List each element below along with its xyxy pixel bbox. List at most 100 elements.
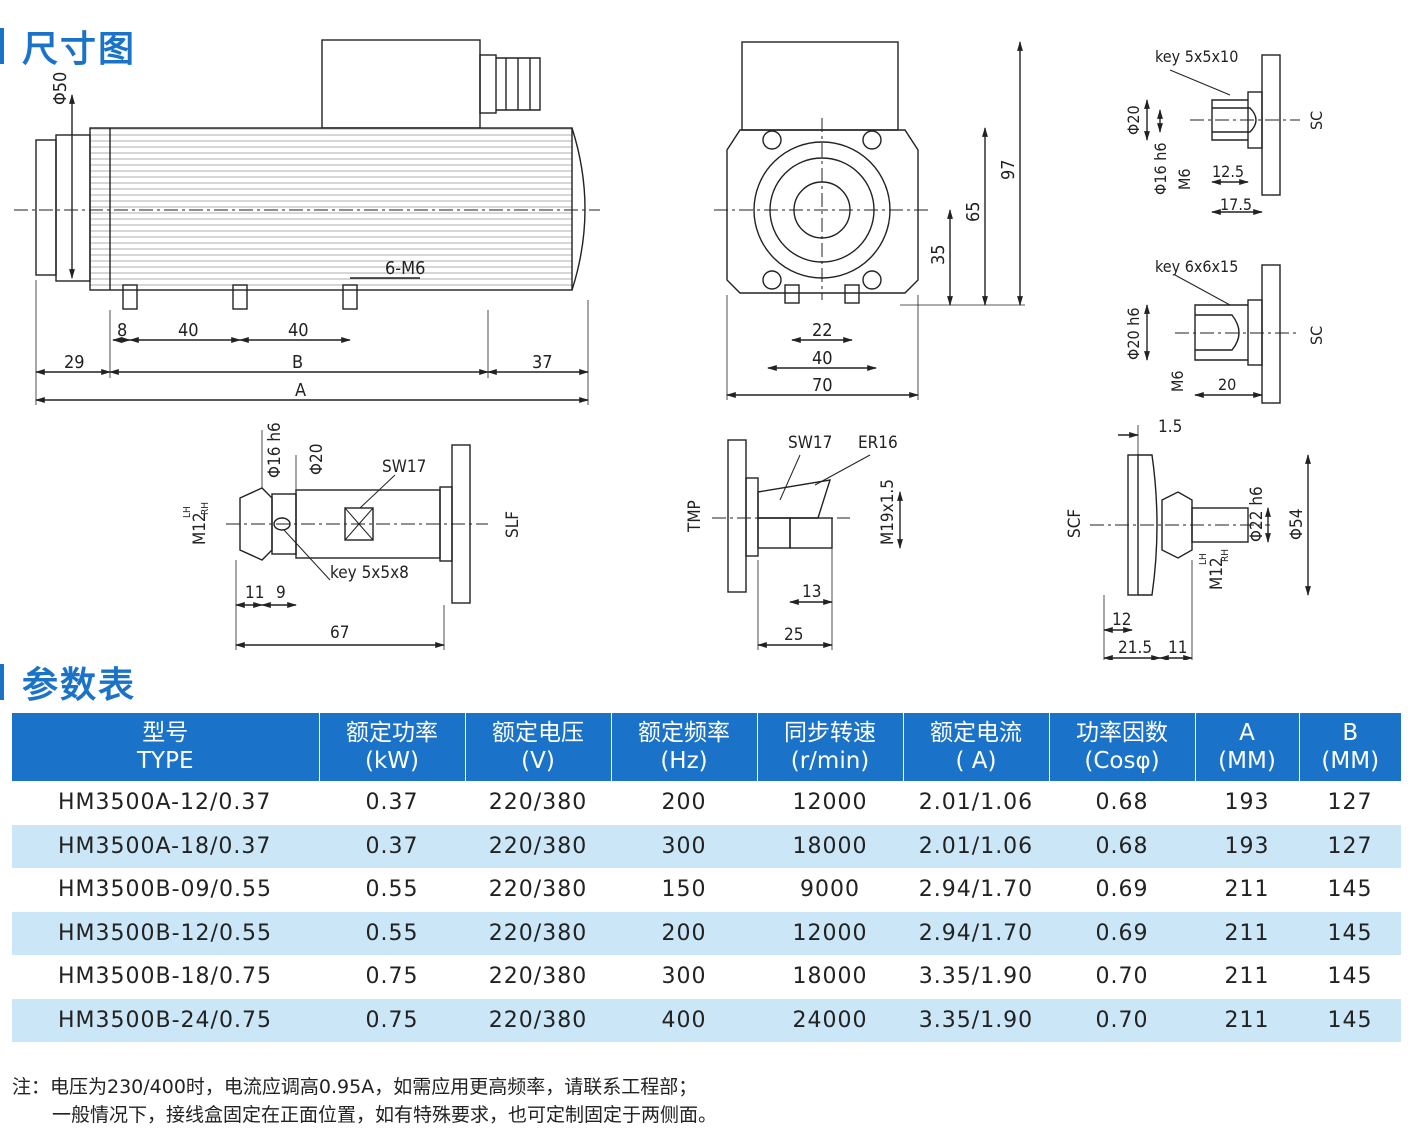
svg-text:SW17: SW17: [788, 433, 832, 453]
svg-text:Φ16 h6: Φ16 h6: [265, 422, 285, 478]
svg-text:SC: SC: [1307, 326, 1326, 345]
svg-text:40: 40: [288, 320, 309, 341]
cell-type: HM3500B-09/0.55: [58, 877, 272, 903]
svg-text:12.5: 12.5: [1212, 162, 1244, 181]
sc-top-labels: key 5x5x10 Φ20 Φ16 h6 M6 12.5 17.5 SC: [1124, 47, 1326, 214]
section-bar: [0, 28, 4, 64]
front-view: [714, 41, 1025, 400]
slf-view: [226, 430, 488, 650]
cell-type: HM3500B-12/0.55: [12, 911, 319, 955]
svg-text:22: 22: [812, 320, 833, 341]
svg-text:9: 9: [276, 583, 286, 603]
footnote: 注：电压为230/400时，电流应调高0.95A，如需应用更高频率，请联系工程部…: [12, 1073, 717, 1129]
cell-power: 0.55: [319, 911, 465, 955]
cell-b: 127: [1299, 824, 1401, 868]
tmp-view: [712, 439, 903, 650]
svg-text:Φ50: Φ50: [50, 72, 71, 105]
cell-frequency: 200: [611, 911, 757, 955]
svg-text:key 5x5x8: key 5x5x8: [330, 563, 409, 583]
svg-text:6-M6: 6-M6: [385, 258, 425, 279]
svg-text:8: 8: [117, 320, 127, 341]
svg-text:M19x1.5: M19x1.5: [878, 479, 898, 545]
table-row: HM3500A-12/0.37 0.37 220/380 200 12000 2…: [12, 781, 1401, 825]
header-power-factor: 功率因数(Cosφ): [1049, 713, 1196, 781]
parameter-title-text: 参数表: [22, 665, 137, 706]
cell-power: 0.37: [365, 790, 419, 816]
slf-labels: Φ16 h6 Φ20 SW17 M12 LH RH key 5x5x8 11 9…: [182, 422, 523, 643]
cell-power: 0.37: [319, 824, 465, 868]
svg-text:40: 40: [178, 320, 199, 341]
header-a: A(MM): [1195, 713, 1300, 781]
svg-text:key 6x6x15: key 6x6x15: [1155, 257, 1238, 276]
cell-speed: 9000: [800, 877, 860, 903]
table-row: HM3500B-18/0.75 0.75 220/380 300 18000 3…: [12, 955, 1401, 999]
cell-power: 0.75: [319, 998, 465, 1042]
header-speed: 同步转速(r/min): [757, 713, 904, 781]
cell-power-factor: 0.68: [1095, 790, 1149, 816]
svg-text:RH: RH: [200, 502, 211, 515]
technical-drawings: Φ50 6-M6 8 40 40 29 B 37 A 97 65 35 22: [14, 39, 1326, 660]
svg-text:M6: M6: [1168, 370, 1187, 392]
cell-a: 211: [1224, 964, 1270, 990]
cell-voltage: 220/380: [488, 790, 588, 816]
cell-current: 2.94/1.70: [918, 877, 1034, 903]
dimension-section-title: 尺寸图: [0, 20, 136, 72]
svg-text:SCF: SCF: [1065, 509, 1085, 538]
cell-power: 0.75: [365, 964, 419, 990]
dimension-title-text: 尺寸图: [22, 29, 137, 70]
cell-b: 145: [1327, 877, 1373, 903]
svg-text:65: 65: [963, 201, 984, 222]
svg-text:25: 25: [784, 625, 803, 645]
cell-current: 2.01/1.06: [918, 790, 1034, 816]
svg-text:97: 97: [998, 159, 1019, 180]
svg-text:A: A: [295, 380, 306, 401]
scf-view: [1090, 425, 1311, 660]
svg-text:Φ54: Φ54: [1287, 509, 1307, 541]
cell-a: 211: [1195, 911, 1299, 955]
header-power: 额定功率(kW): [319, 713, 466, 781]
cell-power-factor: 0.68: [1049, 824, 1195, 868]
cell-speed: 18000: [757, 824, 903, 868]
sc-bottom-labels: key 6x6x15 Φ20 h6 M6 20 SC: [1124, 257, 1326, 394]
table-row: HM3500B-09/0.55 0.55 220/380 150 9000 2.…: [12, 868, 1401, 912]
svg-text:12: 12: [1112, 610, 1131, 630]
svg-text:37: 37: [532, 352, 553, 373]
cell-current: 2.94/1.70: [903, 911, 1049, 955]
svg-text:29: 29: [64, 352, 85, 373]
svg-text:13: 13: [802, 582, 821, 602]
footnote-line-2: 一般情况下，接线盒固定在正面位置，如有特殊要求，也可定制固定于两侧面。: [52, 1104, 718, 1126]
svg-text:67: 67: [330, 623, 349, 643]
cell-frequency: 300: [611, 824, 757, 868]
cell-voltage: 220/380: [488, 964, 588, 990]
section-bar: [0, 664, 4, 700]
cell-type: HM3500B-24/0.75: [12, 998, 319, 1042]
svg-text:SW17: SW17: [382, 457, 426, 477]
svg-text:M6: M6: [1175, 168, 1194, 190]
svg-text:ER16: ER16: [858, 433, 898, 453]
svg-text:40: 40: [812, 348, 833, 369]
header-b: B(MM): [1299, 713, 1401, 781]
svg-text:SC: SC: [1307, 111, 1326, 130]
cell-power-factor: 0.70: [1095, 964, 1149, 990]
parameter-section-title: 参数表: [0, 656, 136, 708]
svg-text:Φ20 h6: Φ20 h6: [1124, 308, 1143, 361]
cell-b: 145: [1299, 998, 1401, 1042]
cell-power-factor: 0.70: [1049, 998, 1195, 1042]
cell-voltage: 220/380: [488, 877, 588, 903]
cell-type: HM3500A-18/0.37: [12, 824, 319, 868]
svg-text:1.5: 1.5: [1158, 417, 1182, 437]
svg-text:TMP: TMP: [685, 500, 705, 533]
cell-speed: 18000: [792, 964, 868, 990]
cell-type: HM3500B-18/0.75: [58, 964, 272, 990]
table-row: HM3500A-18/0.37 0.37 220/380 300 18000 2…: [12, 824, 1401, 868]
svg-text:B: B: [292, 352, 303, 373]
svg-text:RH: RH: [1220, 549, 1231, 562]
cell-speed: 12000: [792, 790, 868, 816]
header-voltage: 额定电压(V): [465, 713, 612, 781]
cell-b: 145: [1327, 964, 1373, 990]
cell-voltage: 220/380: [465, 824, 611, 868]
cell-power-factor: 0.69: [1095, 877, 1149, 903]
